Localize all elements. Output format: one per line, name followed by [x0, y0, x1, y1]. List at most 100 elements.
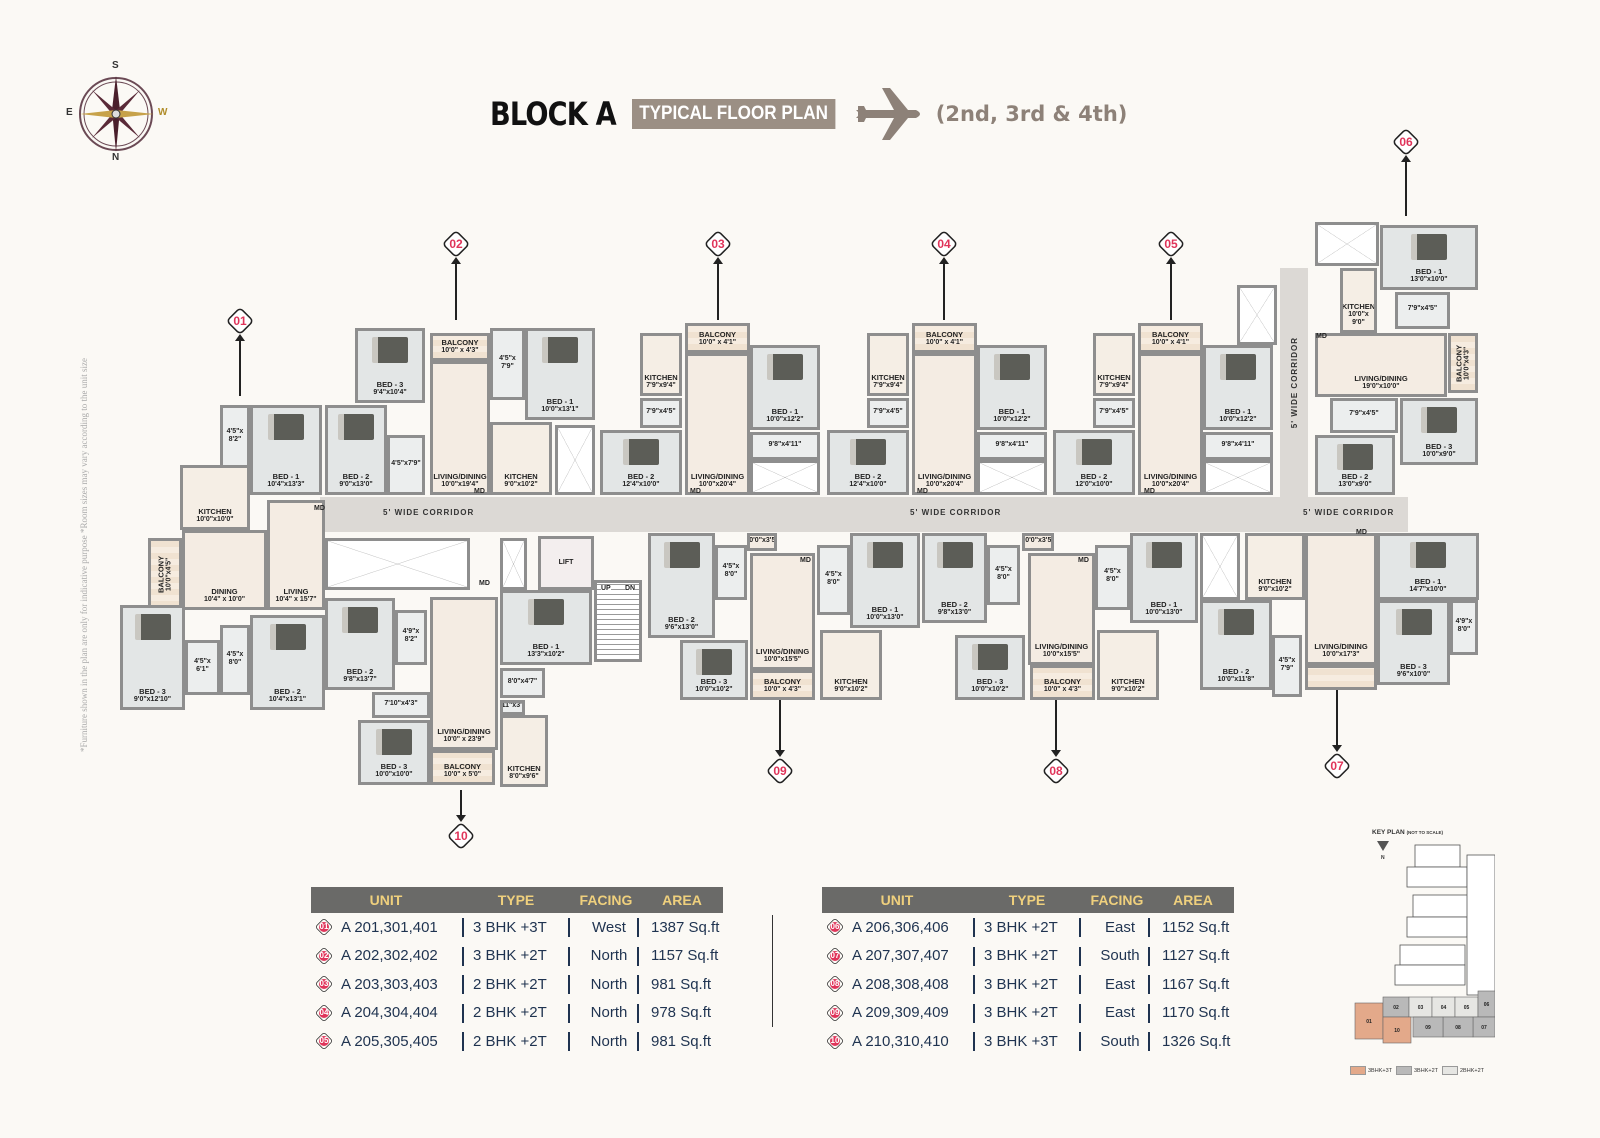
bathroom: 4'5"x8'0": [715, 545, 747, 600]
room-label: BED - 1: [532, 642, 560, 651]
room-label: KITCHEN: [1258, 577, 1292, 586]
room-label: BED - 2: [1341, 472, 1369, 481]
bathroom: 9'8"x4'11": [977, 432, 1047, 460]
unit-number: 01: [233, 314, 247, 328]
room-dimensions: 10'0"x10'2": [971, 686, 1009, 693]
unit-arrow: [451, 257, 461, 320]
main-door-label: MD: [474, 488, 485, 495]
main-door-label: MD: [479, 580, 490, 587]
key-plan-unit-10: [1382, 1016, 1412, 1044]
room-label: BED - 2: [1080, 472, 1108, 481]
unit-number: 04: [937, 237, 951, 251]
bed-icon: [1220, 354, 1256, 380]
column-separator: [568, 946, 570, 966]
room-label: LIVING/DINING: [1314, 642, 1368, 651]
header-area: AREA: [662, 892, 702, 908]
bed-icon: [376, 729, 412, 755]
unit-area: 1326 Sq.ft: [1162, 1032, 1231, 1050]
unit-number: 05: [1164, 237, 1178, 251]
room-dimensions: 4'5"x8'0": [722, 563, 740, 578]
room-dimensions: 9'8"x4'11": [1221, 440, 1255, 448]
room-dimensions: 4'5"x8'0": [825, 570, 842, 586]
bathroom: 9'8"x4'11": [1203, 432, 1273, 460]
title-block-name: BLOCK A: [490, 95, 617, 133]
corridor-label: 5' WIDE CORRIDOR: [383, 508, 475, 517]
column-separator: [973, 918, 975, 937]
header-unit: UNIT: [369, 892, 403, 908]
room-dimensions: 7'9"x4'5": [1349, 410, 1379, 417]
room-label: LIVING/DINING: [1354, 374, 1408, 383]
column-separator: [637, 975, 639, 994]
unit-facing: West: [592, 918, 626, 936]
column-separator: [1148, 975, 1150, 994]
room-label: BED - 3: [139, 687, 166, 696]
room-label: BED - 2: [627, 472, 655, 481]
room-label: BALCONY: [443, 762, 482, 771]
unit-number-badge: 06: [825, 917, 845, 937]
room-dimensions: 10'4"x13'1": [268, 696, 307, 703]
bathroom: 7'9"x4'5": [640, 398, 682, 428]
main-door-label: MD: [1316, 333, 1327, 340]
room-label: KITCHEN: [834, 677, 868, 686]
room-dimensions: 7'10"x4'3": [384, 699, 418, 707]
unit-code: A 202,302,402: [341, 947, 438, 965]
room-dimensions: 10'0" x 4'1": [698, 339, 737, 346]
bed-icon: [623, 439, 659, 465]
unit-code: A 205,305,405: [341, 1032, 438, 1050]
unit-marker-07: 07: [1322, 751, 1352, 781]
header-unit: UNIT: [880, 892, 914, 908]
room-label: BED - 3: [1425, 442, 1453, 451]
column-separator: [637, 918, 639, 937]
unit-code: A 206,306,406: [852, 918, 949, 936]
unit-number: 07: [826, 947, 844, 965]
room-dimensions: 4'9"x8'0": [1455, 618, 1473, 633]
corridor-label: 5' WIDE CORRIDOR: [910, 508, 1002, 517]
room-dimensions: 12'4"x10'0": [849, 481, 887, 488]
room-label: KITCHEN: [871, 373, 905, 382]
bathroom: 4'5"x6'1": [185, 640, 220, 695]
unit-facing: North: [590, 1032, 628, 1050]
unit-type: 2 BHK +2T: [473, 1032, 547, 1050]
column-separator: [637, 946, 639, 966]
room-label: BED - 3: [700, 677, 728, 686]
room-dimensions: 8'0"x9'6": [509, 773, 539, 780]
header-facing: FACING: [1090, 892, 1144, 908]
room-dimensions: 10'0" x 4'3": [1043, 686, 1082, 693]
room-label: BED - 2: [668, 615, 695, 624]
column-separator: [462, 1003, 464, 1023]
unit-marker-10: 10: [446, 821, 476, 851]
main-door-label: MD: [1356, 529, 1367, 536]
column-separator: [568, 1032, 570, 1051]
bathroom: 8'0"x4'7": [500, 668, 545, 698]
key-plan-unit-label: 07: [1481, 1025, 1487, 1031]
room-dimensions: 10'0"x15'5": [1042, 651, 1081, 658]
column-separator: [1148, 1003, 1150, 1023]
unit-area: 981 Sq.ft: [651, 1032, 712, 1050]
room-dimensions: 4'5"x7'9": [1278, 656, 1296, 672]
room-label: BED - 2: [1222, 667, 1250, 676]
column-separator: [568, 1003, 570, 1023]
room-dimensions: 10'0"x20'4": [1151, 481, 1190, 488]
lift-label: LIFT: [558, 559, 574, 566]
unit-number: 10: [454, 829, 468, 843]
room-label: LIVING/DINING: [690, 472, 745, 481]
